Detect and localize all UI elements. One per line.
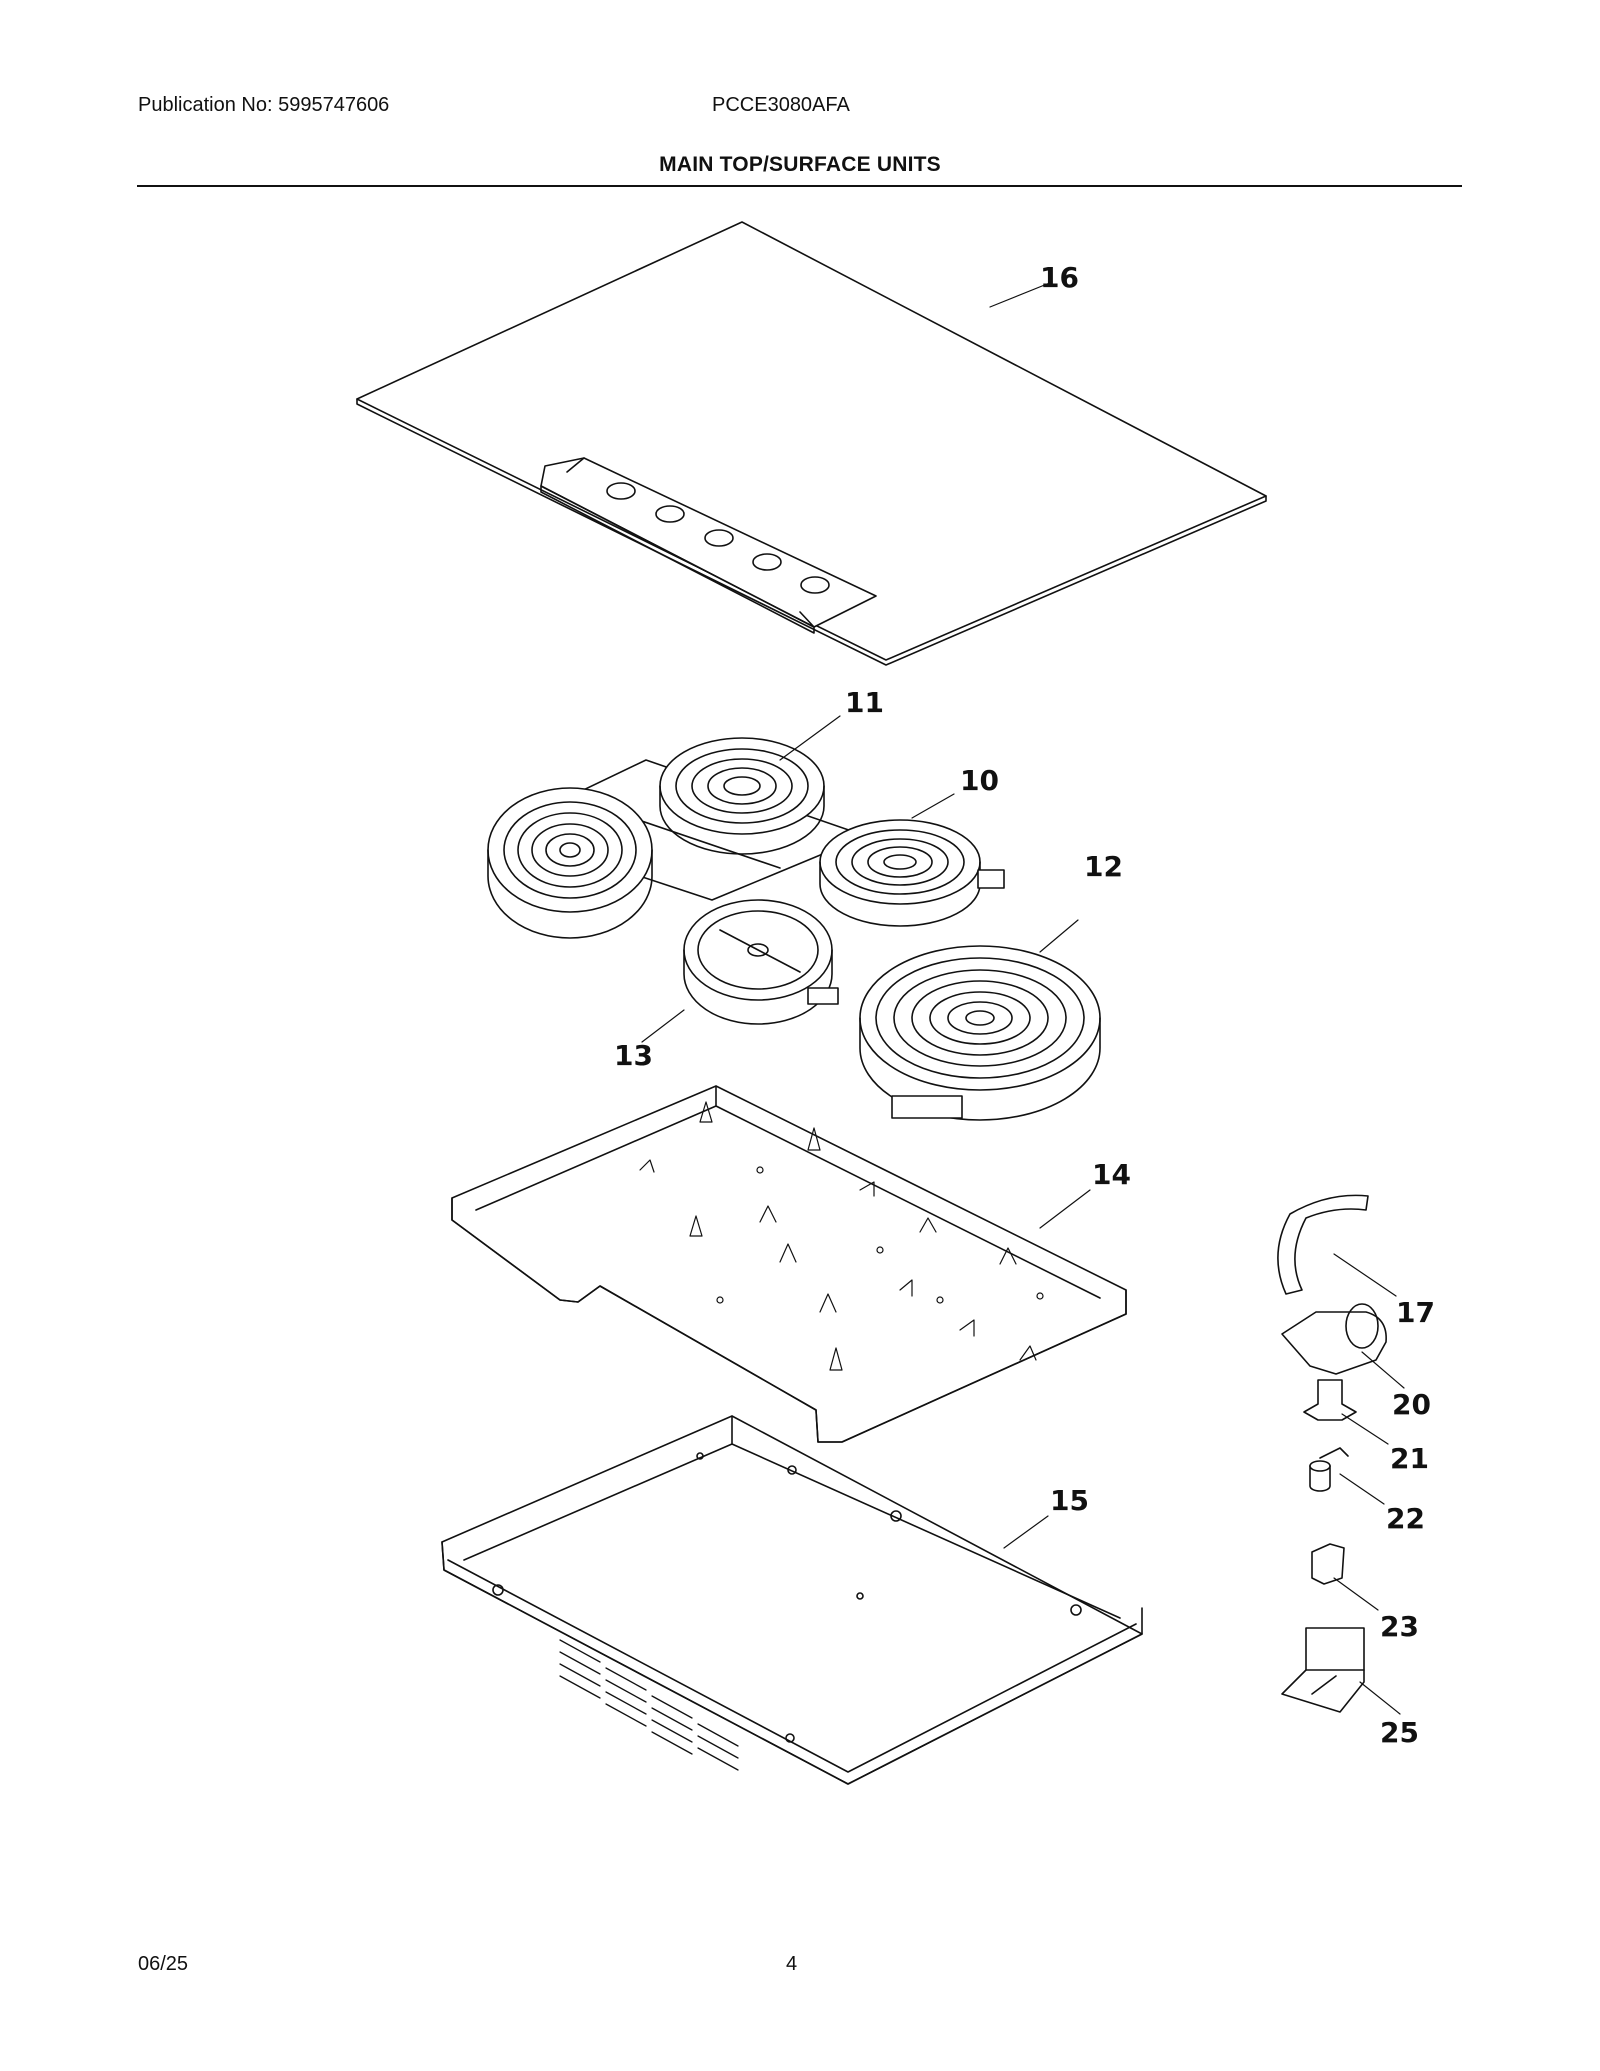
label-20: 20 [1392,1388,1431,1421]
page-title: MAIN TOP/SURFACE UNITS [659,153,941,176]
footer-date: 06/25 [138,1953,189,1975]
label-14: 14 [1092,1158,1131,1191]
label-11: 11 [845,686,884,719]
page-number: 4 [786,1953,798,1975]
part-11-dual-element-pan [487,715,867,939]
part-13-surface-element [641,899,839,1043]
part-25-mounting-bracket [1281,1627,1401,1715]
label-21: 21 [1390,1442,1429,1475]
label-23: 23 [1380,1610,1419,1643]
callout-labels: 16 11 10 12 13 14 17 20 21 15 22 23 25 [614,261,1435,1749]
model-number: PCCE3080AFA [712,94,850,116]
part-17-strap [1277,1194,1397,1297]
part-21-clip [1303,1379,1389,1445]
label-25: 25 [1380,1716,1419,1749]
publication-number: Publication No: 5995747606 [138,94,390,116]
part-22-capacitor [1309,1447,1385,1505]
part-10-surface-element [819,793,1005,927]
tray-tabs [639,1101,1044,1371]
element-back [659,737,825,855]
label-16: 16 [1040,261,1079,294]
part-12-surface-element [859,919,1101,1121]
vent-louvers [559,1639,739,1771]
part-23-connector [1311,1543,1379,1611]
label-13: 13 [614,1039,653,1072]
part-15-burner-box [441,1415,1143,1785]
label-10: 10 [960,764,999,797]
element-left [487,787,653,939]
label-12: 12 [1084,850,1123,883]
control-knob-openings [606,482,830,594]
label-17: 17 [1396,1296,1435,1329]
label-22: 22 [1386,1502,1425,1535]
part-16-glass-cooktop [356,221,1267,666]
part-14-burner-box-tray [451,1085,1127,1443]
header-rule [137,185,1462,187]
label-15: 15 [1050,1484,1089,1517]
part-20-bracket-cover [1281,1303,1405,1389]
